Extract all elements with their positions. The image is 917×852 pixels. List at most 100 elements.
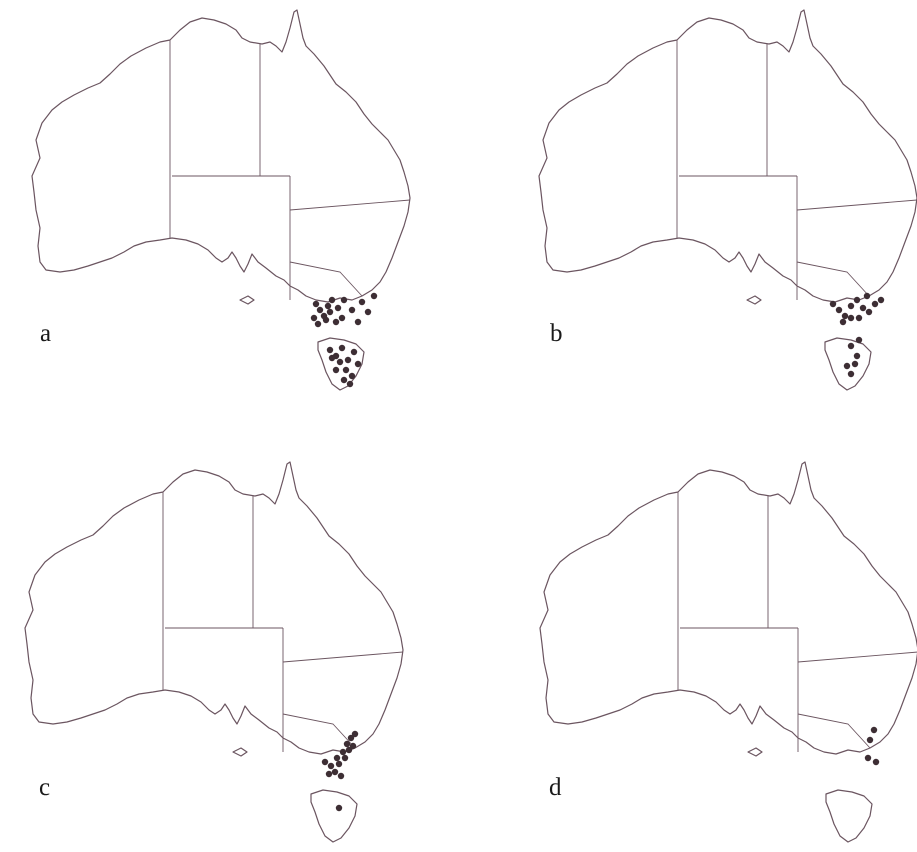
occurrence-record-dot (340, 376, 348, 384)
occurrence-record-dot (870, 726, 878, 734)
occurrence-record-dot (342, 366, 350, 374)
occurrence-record-dot (364, 308, 372, 316)
map-panel-a: a (0, 0, 430, 400)
occurrence-record-dot (340, 296, 348, 304)
australia-map-c (24, 461, 404, 843)
occurrence-record-dot (863, 292, 871, 300)
state-border (282, 713, 356, 749)
state-border (289, 261, 363, 297)
occurrence-record-dot (336, 358, 344, 366)
state-border (797, 713, 871, 749)
occurrence-record-dot (370, 292, 378, 300)
australia-map-b (538, 9, 917, 391)
map-panel-d: d (508, 452, 917, 852)
occurrence-record-dot (853, 352, 861, 360)
occurrence-record-dot (847, 314, 855, 322)
mainland-coastline (31, 9, 411, 303)
occurrence-record-dot (853, 296, 861, 304)
occurrence-record-dot (847, 342, 855, 350)
occurrence-record-dot (325, 770, 333, 778)
panel-label-d: d (549, 774, 562, 801)
occurrence-record-dot (872, 758, 880, 766)
occurrence-record-dot (312, 300, 320, 308)
occurrence-record-dot (326, 346, 334, 354)
map-panel-c: c (0, 452, 423, 852)
state-border (797, 651, 917, 663)
occurrence-record-dot (855, 336, 863, 344)
occurrence-record-dot (344, 356, 352, 364)
occurrence-record-dot (346, 380, 354, 388)
occurrence-record-dot (351, 730, 359, 738)
occurrence-record-dot (843, 362, 851, 370)
tasmania-coastline (824, 337, 872, 391)
occurrence-record-dot (338, 314, 346, 322)
tasmania-coastline (310, 789, 358, 843)
occurrence-record-dot (871, 300, 879, 308)
tasmania-coastline (825, 789, 873, 843)
occurrence-record-dot (327, 762, 335, 770)
occurrence-record-dot (326, 308, 334, 316)
occurrence-record-dot (829, 300, 837, 308)
occurrence-record-dot (345, 746, 353, 754)
occurrence-record-dot (343, 740, 351, 748)
australia-map-a (31, 9, 411, 391)
occurrence-record-dot (331, 768, 339, 776)
occurrence-record-dot (337, 772, 345, 780)
mainland-coastline (538, 9, 917, 303)
occurrence-record-dot (350, 348, 358, 356)
occurrence-record-dot (358, 298, 366, 306)
occurrence-record-dot (335, 760, 343, 768)
occurrence-record-dot (864, 754, 872, 762)
occurrence-record-dot (354, 318, 362, 326)
occurrence-record-dot (348, 306, 356, 314)
occurrence-record-dot (332, 366, 340, 374)
occurrence-record-dot (847, 370, 855, 378)
occurrence-record-dot (328, 354, 336, 362)
occurrence-record-dot (877, 296, 885, 304)
kangaroo-island-coastline (239, 295, 255, 305)
occurrence-record-dot (334, 304, 342, 312)
occurrence-record-dot (341, 754, 349, 762)
state-border (796, 199, 917, 211)
occurrence-record-dot (335, 804, 343, 812)
occurrence-record-dot (855, 314, 863, 322)
mainland-coastline (539, 461, 917, 755)
occurrence-record-dot (851, 360, 859, 368)
occurrence-record-dot (332, 318, 340, 326)
occurrence-record-dot (839, 318, 847, 326)
occurrence-record-dot (348, 372, 356, 380)
occurrence-record-dot (866, 736, 874, 744)
occurrence-record-dot (841, 312, 849, 320)
kangaroo-island-coastline (747, 747, 763, 757)
state-border (289, 199, 411, 211)
occurrence-record-dot (338, 344, 346, 352)
occurrence-record-dot (865, 308, 873, 316)
kangaroo-island-coastline (746, 295, 762, 305)
kangaroo-island-coastline (232, 747, 248, 757)
state-border (796, 261, 870, 297)
state-border (282, 651, 404, 663)
occurrence-record-dot (316, 306, 324, 314)
panel-label-a: a (40, 320, 52, 347)
australia-map-d (539, 461, 917, 843)
occurrence-record-dot (333, 754, 341, 762)
occurrence-record-dot (322, 316, 330, 324)
tasmania-coastline (317, 337, 365, 391)
occurrence-record-dot (310, 314, 318, 322)
occurrence-record-dot (324, 302, 332, 310)
occurrence-record-dot (349, 742, 357, 750)
occurrence-record-dot (347, 734, 355, 742)
occurrence-record-dot (328, 296, 336, 304)
occurrence-record-dot (354, 360, 362, 368)
map-panel-b: b (507, 0, 917, 400)
occurrence-record-dot (314, 320, 322, 328)
mainland-coastline (24, 461, 404, 755)
panel-label-c: c (39, 774, 51, 801)
occurrence-record-dot (321, 758, 329, 766)
panel-label-b: b (550, 320, 563, 347)
occurrence-record-dot (339, 748, 347, 756)
occurrence-record-dot (859, 304, 867, 312)
occurrence-record-dot (847, 302, 855, 310)
occurrence-record-dot (835, 306, 843, 314)
